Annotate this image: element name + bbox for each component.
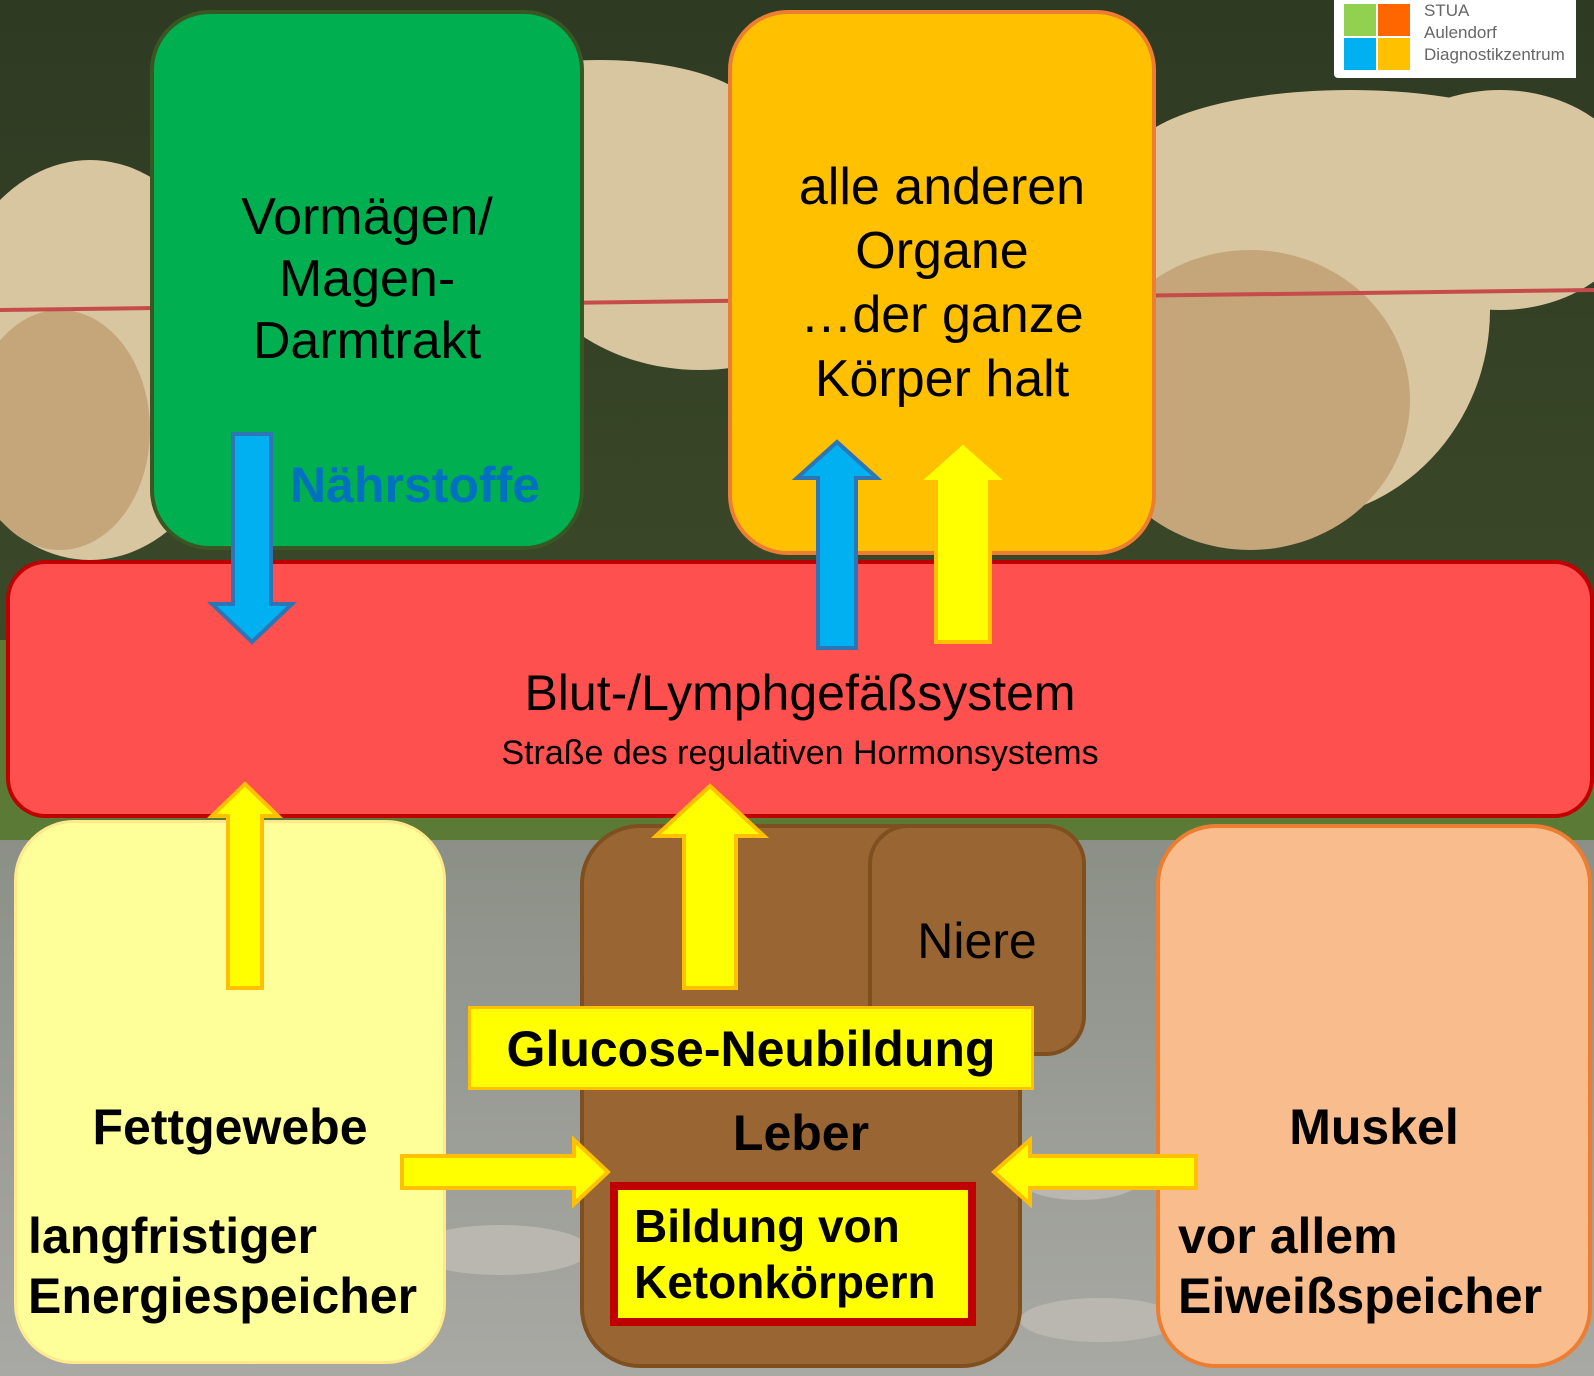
muscle-title: Muskel <box>1289 1099 1459 1155</box>
organs-label: alle anderen Organe …der ganze Körper ha… <box>798 158 1086 408</box>
stua-logo: STUA Aulendorf Diagnostikzentrum <box>1334 0 1576 78</box>
logo-line-2: Aulendorf <box>1424 23 1497 42</box>
bird-icon <box>1344 38 1376 70</box>
fat-title: Fettgewebe <box>92 1099 368 1155</box>
cow-icon <box>1344 4 1376 36</box>
logo-line-3: Diagnostikzentrum <box>1424 45 1565 64</box>
liver-label: Leber <box>732 1105 870 1161</box>
gluconeogenesis-label-box <box>468 1006 1034 1090</box>
logo-line-1: STUA <box>1424 1 1470 20</box>
blood-subtitle: Straße des regulativen Hormonsystems <box>501 734 1099 772</box>
muscle-detail: vor allem Eiweißspeicher <box>1178 1208 1543 1324</box>
muscle-box <box>1156 824 1592 1368</box>
gluconeogenesis-label: Glucose-Neubildung <box>506 1021 996 1077</box>
ketone-label-box <box>610 1182 976 1326</box>
logo-icon-grid <box>1344 4 1412 70</box>
nutrients-label: Nährstoffe <box>290 457 541 513</box>
gut-label: Vormägen/ Magen- Darmtrakt <box>241 188 493 370</box>
ketone-label: Bildung von Ketonkörpern <box>634 1200 936 1308</box>
horse-icon <box>1378 38 1410 70</box>
blood-title: Blut-/Lymphgefäßsystem <box>524 665 1076 721</box>
kidney-label: Niere <box>917 913 1037 969</box>
fat-detail: langfristiger Energiespeicher <box>28 1208 418 1324</box>
dog-icon <box>1378 4 1410 36</box>
